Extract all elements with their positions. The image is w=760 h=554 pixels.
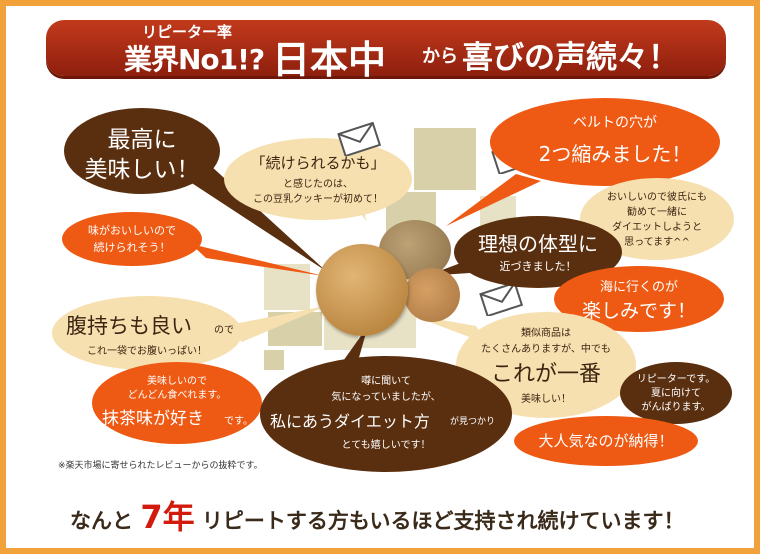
bottom-years: 7年 (140, 498, 195, 536)
soy-milk-cookie (316, 244, 408, 336)
review-text: これが一番 (490, 362, 601, 387)
title-banner: リピーター率 業界No1!? 日本中 から 喜びの声続々！ (46, 20, 726, 82)
review-text: おいしいので彼氏にも (607, 192, 707, 203)
review-text: 味がおいしいので (88, 224, 176, 237)
review-text: 類似商品は (521, 328, 571, 339)
bg-square (414, 128, 476, 190)
review-bubble-repeater: リピーターです。 夏に向けて がんばります。 (620, 362, 732, 424)
review-bubble-can-continue: 「続けられるかも」 と感じたのは、 この豆乳クッキーが初めて！ (224, 138, 412, 220)
review-text: がんばります。 (641, 402, 711, 413)
review-text: この豆乳クッキーが初めて！ (253, 194, 383, 205)
review-bubble-filling: 腹持ちも良い ので これ一袋でお腹いっぱい！ (52, 296, 242, 370)
review-text: と感じたのは、 (283, 179, 353, 190)
review-bubble-ideal-body: 理想の体型に 近づきました！ (454, 216, 622, 288)
review-text: どんどん食べれます。 (127, 390, 227, 401)
review-text: 美味しい！ (84, 157, 200, 183)
envelope-icon (337, 122, 382, 156)
review-text: たくさんありますが、中でも (481, 344, 611, 355)
review-bubble-belt: ベルトの穴が 2つ縮みました！ (490, 98, 720, 186)
review-text: です。 (224, 416, 253, 427)
banner-voices: 喜びの声続々！ (462, 40, 679, 76)
review-text: これ一袋でお腹いっぱい！ (87, 346, 207, 357)
review-text: 勧めて一緒に (627, 207, 687, 218)
bottom-statement: なんと 7年 リピートする方もいるほど支持され続けています！ (70, 492, 684, 538)
banner-from: から (422, 46, 458, 67)
seed-cookie (404, 268, 460, 322)
review-text: 抹茶味が好き (102, 409, 204, 429)
review-text: 腹持ちも良い (66, 314, 192, 338)
review-text: 近づきました！ (499, 260, 577, 273)
review-text: 美味しいので (147, 376, 207, 387)
review-text: 美味しい！ (521, 394, 571, 405)
review-text: リピーターです。 (636, 374, 716, 385)
review-bubble-best-taste: 最高に 美味しい！ (64, 108, 220, 194)
footnote: ※楽天市場に寄せられたレビューからの抜粋です。 (58, 461, 263, 471)
bottom-pre: なんと (70, 509, 133, 533)
review-text: 「続けられるかも」 (250, 154, 386, 172)
review-text: 海に行くのが (599, 280, 678, 295)
review-text: 噂に聞いて (361, 376, 411, 387)
banner-nationwide: 日本中 (272, 38, 387, 82)
review-bubble-popular: 大人気なのが納得！ (514, 416, 698, 466)
banner-repeat-rate: リピーター率 (142, 23, 233, 41)
envelope-icon (479, 282, 524, 316)
review-text: 続けられそう！ (93, 241, 171, 254)
bg-square (264, 350, 284, 370)
review-bubble-diet-method: 噂に聞いて 気になっていましたが、 私にあうダイエット方 が見つかり とても嬉し… (260, 356, 512, 472)
banner-industry-no1: 業界No1!? (124, 43, 265, 76)
review-text: 最高に (107, 127, 177, 153)
review-text: ので (214, 325, 234, 336)
review-bubble-matcha: 美味しいので どんどん食べれます。 抹茶味が好き です。 (92, 362, 262, 444)
review-text: 私にあうダイエット方 (270, 412, 430, 431)
review-text: 夏に向けて (651, 388, 701, 399)
review-bubble-tasty-continue: 味がおいしいので 続けられそう！ (62, 212, 202, 266)
review-text: 楽しみです！ (581, 300, 696, 322)
review-text: 2つ縮みました！ (538, 142, 692, 166)
review-text: 大人気なのが納得！ (538, 432, 674, 450)
review-text: ベルトの穴が (573, 115, 657, 131)
review-text: ダイエットしようと (612, 222, 702, 233)
bottom-post: リピートする方もいるほど支持され続けています！ (201, 509, 685, 533)
review-text: が見つかり (450, 417, 496, 427)
review-text: 気になっていましたが、 (331, 392, 441, 403)
review-text: 思ってます^^ (624, 237, 690, 248)
review-text: 理想の体型に (478, 232, 598, 256)
review-text: とても嬉しいです！ (341, 440, 431, 451)
